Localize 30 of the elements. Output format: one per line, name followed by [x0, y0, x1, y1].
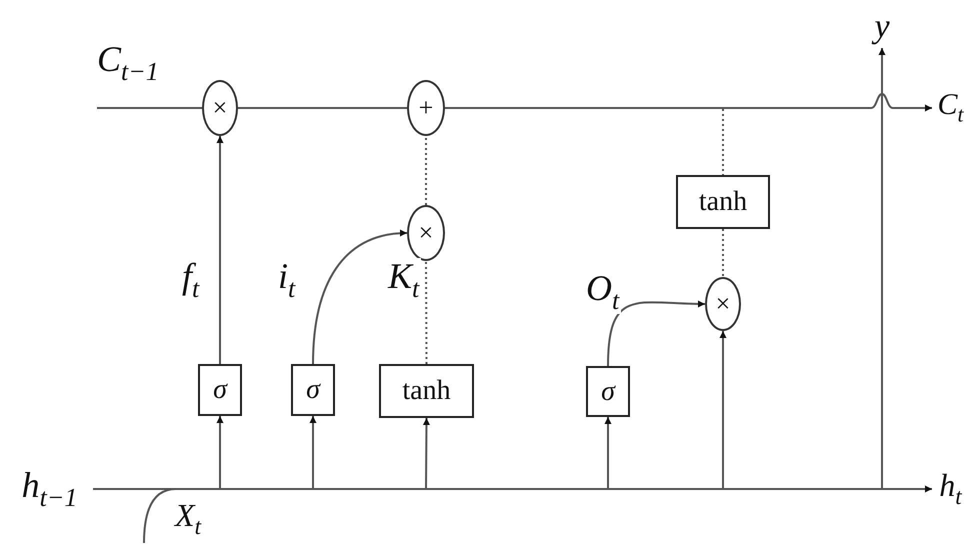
dotted-connector [425, 261, 428, 364]
arrow [720, 331, 726, 489]
math-label: h$_{t}$ [932, 462, 969, 516]
math-label: C$_{t}$ [932, 83, 969, 133]
arrow [445, 93, 932, 112]
arrow [878, 48, 886, 489]
arrow [604, 417, 612, 489]
activation-box: σ [291, 364, 335, 416]
operator-circle: + [407, 80, 445, 136]
arrow [216, 136, 224, 364]
activation-box: tanh [379, 364, 474, 418]
activation-box: tanh [676, 175, 770, 229]
operator-circle: × [705, 277, 741, 331]
dotted-connector [722, 229, 724, 277]
operator-circle: × [407, 205, 445, 261]
arrow [607, 300, 706, 366]
math-label: C$_{t−1}$ [97, 38, 189, 108]
activation-box: σ [586, 366, 630, 417]
arrow [310, 416, 316, 489]
operator-circle: × [202, 80, 238, 136]
arrow [422, 418, 430, 489]
dotted-connector [425, 136, 427, 205]
arrow [216, 416, 224, 489]
dotted-connector [722, 109, 724, 175]
arrow [93, 486, 932, 492]
activation-box: σ [198, 364, 242, 416]
math-label: X$_{t}$ [166, 495, 210, 543]
math-label: y [868, 6, 896, 48]
arrow [312, 230, 408, 364]
math-label: h$_{t−1}$ [6, 462, 93, 516]
